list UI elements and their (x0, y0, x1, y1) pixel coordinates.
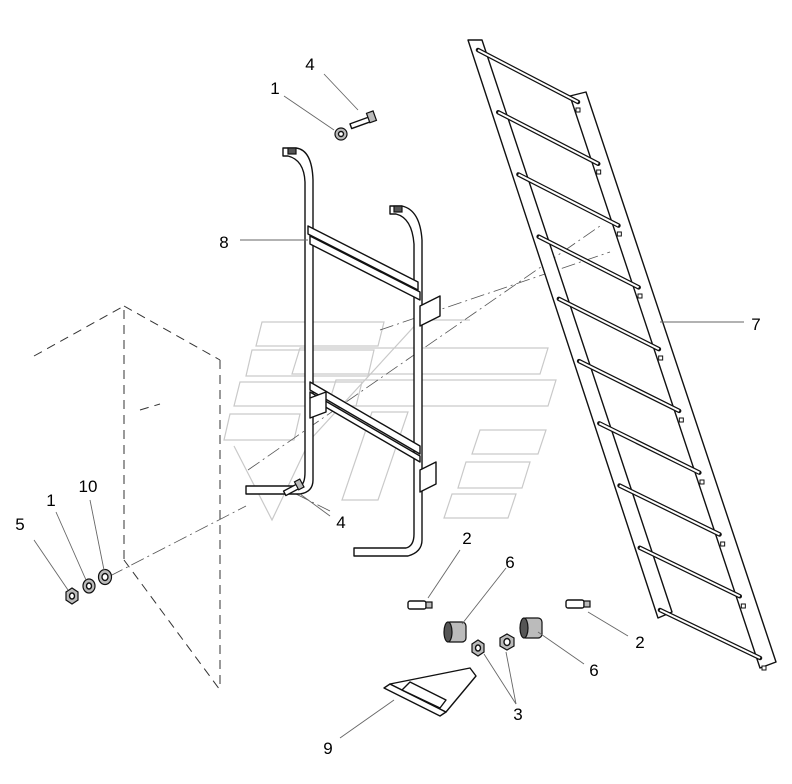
callout-7: 7 (751, 315, 760, 334)
bolt-part-4-top (349, 110, 378, 130)
ladder-bolt-hole (761, 665, 767, 671)
ladder-rung-highlight (517, 173, 619, 227)
ladder-rung-highlight (619, 484, 720, 536)
ladder-bolt-hole (616, 231, 622, 237)
callout-labels: 4 1 8 7 5 1 10 4 2 6 2 6 3 9 (15, 55, 760, 758)
ladder-rung-highlight (578, 360, 680, 412)
callout-4-top: 4 (305, 55, 314, 74)
bolt-part-2-right (565, 599, 591, 609)
ladder-rung-highlight (639, 546, 741, 598)
callout-10: 10 (79, 477, 98, 496)
ladder-bolt-hole (699, 479, 705, 485)
bolt-part-4-mid (282, 478, 305, 497)
mounting-structure-outline (33, 305, 221, 691)
callout-8: 8 (219, 233, 228, 252)
nut-part-5 (65, 587, 79, 605)
callout-9: 9 (323, 739, 332, 758)
ladder-rung-highlight (659, 609, 761, 659)
ladder-rung-highlight (598, 422, 700, 474)
ladder-rung-highlight (477, 49, 579, 103)
ladder-bolt-hole (596, 169, 602, 175)
nut-part-3-left (471, 639, 485, 657)
assembly-axis-lines (109, 225, 611, 577)
callout-1-top: 1 (270, 79, 279, 98)
washer-part-1-left (82, 578, 96, 594)
callout-2-left: 2 (462, 529, 471, 548)
ladder-rung-highlight (538, 235, 640, 289)
ladder-rung-highlight (558, 297, 660, 351)
ladder-part-7 (467, 39, 777, 671)
bolt-part-2-left (407, 600, 433, 610)
spacer-part-6-left (443, 621, 467, 643)
nut-part-3-right (499, 633, 515, 651)
washer-part-10 (97, 568, 113, 586)
callout-6-left: 6 (505, 553, 514, 572)
callout-2-right: 2 (635, 633, 644, 652)
ladder-bolt-hole (678, 417, 684, 423)
ladder-bolt-hole (575, 107, 581, 113)
bracket-plate-part-9 (383, 667, 477, 717)
leader-lines (33, 73, 744, 739)
ladder-bolt-hole (637, 293, 643, 299)
ladder-bolt-hole (720, 541, 726, 547)
callout-6-right: 6 (589, 661, 598, 680)
washer-part-1-top (334, 127, 348, 141)
callout-5: 5 (15, 515, 24, 534)
watermark-logo (223, 319, 557, 522)
spacer-part-6-right (519, 617, 543, 639)
bracket-frame-part-8 (245, 147, 441, 557)
ladder-rung-highlight (497, 111, 599, 165)
ladder-bolt-hole (740, 603, 746, 609)
callout-1-left: 1 (46, 491, 55, 510)
callout-4-mid: 4 (336, 513, 345, 532)
callout-3: 3 (513, 705, 522, 724)
ladder-bolt-hole (658, 355, 664, 361)
